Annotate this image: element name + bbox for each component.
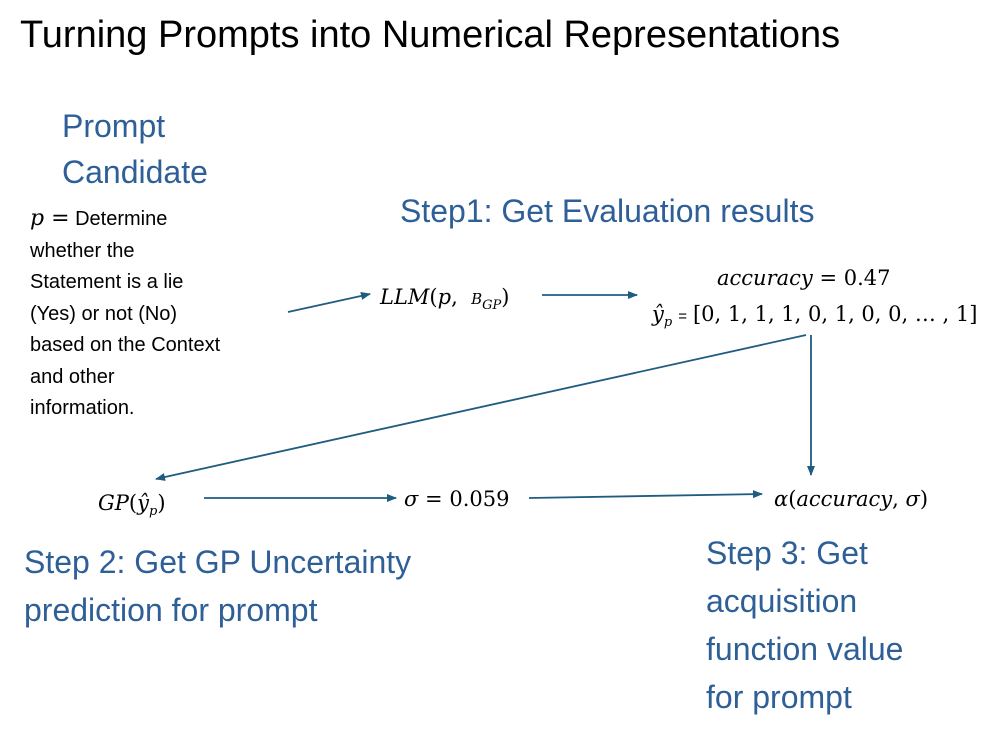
gp-expression: GP(ŷp) [98, 491, 166, 519]
gp-arg: ŷ [137, 491, 149, 515]
yhat-expression: ŷp = [0, 1, 1, 1, 0, 1, 0, 0, … , 1] [652, 302, 977, 330]
step3-heading-line: Step 3: Get [706, 535, 868, 571]
slide-title: Turning Prompts into Numerical Represent… [20, 14, 841, 56]
prompt-candidate-heading: Prompt Candidate [62, 103, 208, 195]
alpha-arg2: σ [905, 487, 920, 511]
sigma-equals: = [425, 487, 443, 511]
prompt-text-line: and other [30, 365, 115, 388]
alpha-expression: α(accuracy, σ) [774, 487, 929, 511]
step3-heading-line: acquisition [706, 583, 858, 619]
sigma-value: 0.059 [449, 487, 510, 511]
sigma-expression: σ = 0.059 [404, 487, 509, 511]
alpha-symbol: α [774, 487, 789, 511]
prompt-text-line: information. [30, 397, 135, 419]
prompt-text-line: Statement is a lie [30, 271, 184, 293]
step3-heading: Step 3: Get acquisition function value f… [706, 529, 903, 721]
step2-heading-line1: Step 2: Get GP Uncertainty [24, 544, 412, 580]
prompt-text-line1: Determine [75, 208, 168, 230]
prompt-text-line: (Yes) or not (No) [30, 302, 178, 325]
sigma-symbol: σ [404, 487, 419, 511]
prompt-text-line: whether the [30, 239, 135, 262]
yhat-vector: [0, 1, 1, 1, 0, 1, 0, 0, … , 1] [692, 302, 978, 326]
accuracy-name: accuracy [717, 266, 813, 290]
llm-b-sub: GP [482, 298, 502, 313]
step3-heading-line: for prompt [706, 679, 852, 715]
p-equals: = [51, 206, 70, 231]
yhat-symbol: ŷ [652, 302, 664, 326]
yhat-sub: p [663, 315, 673, 330]
step1-heading: Step1: Get Evaluation results [400, 193, 815, 229]
p-symbol: p [30, 206, 45, 231]
prompt-text-line: based on the Context [30, 334, 221, 356]
alpha-arg1: accuracy [796, 487, 893, 511]
arrow-results-to-gp [155, 334, 807, 481]
prompt-text-first-line: p = Determine [30, 203, 220, 236]
accuracy-expression: accuracy = 0.47 [717, 266, 891, 290]
step2-heading-line2: prediction for prompt [24, 592, 318, 628]
llm-name: LLM [380, 285, 430, 309]
accuracy-equals: = [819, 266, 838, 290]
llm-p: p [437, 285, 452, 309]
step2-heading: Step 2: Get GP Uncertainty prediction fo… [24, 538, 411, 634]
llm-expression: LLM(p, BGP) [380, 285, 510, 313]
prompt-candidate-heading-line1: Prompt [62, 108, 166, 144]
llm-b: B [471, 290, 483, 308]
yhat-equals: = [678, 308, 687, 325]
gp-arg-sub: p [148, 504, 158, 519]
prompt-candidate-text: p = Determine whether the Statement is a… [30, 203, 220, 425]
accuracy-value: 0.47 [843, 266, 891, 290]
arrow-sigma-to-alpha [528, 490, 763, 499]
arrow-prompt-to-llm [287, 292, 371, 313]
step3-heading-line: function value [706, 631, 904, 667]
gp-name: GP [98, 491, 129, 515]
prompt-candidate-heading-line2: Candidate [62, 154, 208, 190]
